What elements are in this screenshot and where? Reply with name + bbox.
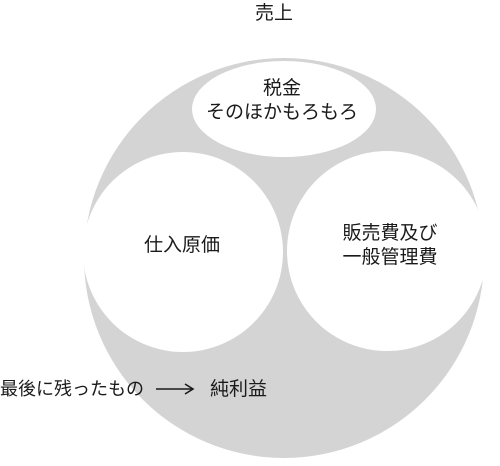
cogs-label: 仕入原価 xyxy=(143,234,221,256)
sga-label-line1: 販売費及び xyxy=(342,222,438,244)
sga-label-line2: 一般管理費 xyxy=(342,245,438,268)
tax-label-line1: 税金 xyxy=(262,77,302,99)
tax-label: 税金 そのほかもろもろ xyxy=(206,77,358,125)
net-profit-label: 純利益 xyxy=(210,378,268,400)
arrow-right-icon xyxy=(156,379,196,402)
remainder-label: 最後に残ったもの xyxy=(0,378,144,400)
sga-label: 販売費及び 一般管理費 xyxy=(342,222,437,270)
cogs-circle xyxy=(83,152,283,352)
tax-label-line2: そのほかもろもろ xyxy=(205,100,359,123)
sales-title: 売上 xyxy=(254,2,294,24)
remainder-row: 最後に残ったもの 純利益 xyxy=(0,378,267,402)
sga-circle xyxy=(287,151,487,351)
tax-ellipse xyxy=(192,61,376,157)
